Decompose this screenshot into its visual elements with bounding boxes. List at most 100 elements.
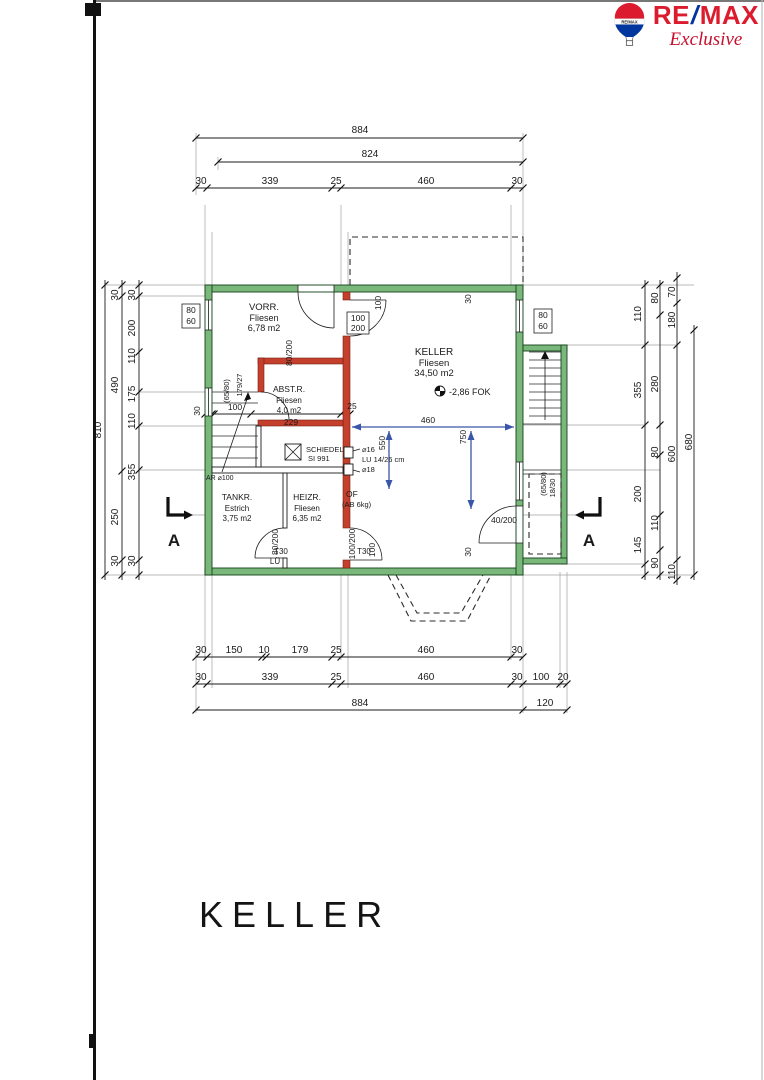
wall-bottom <box>204 567 524 576</box>
dim-label: 490 <box>110 376 121 393</box>
dim-label: 30 <box>463 294 473 304</box>
dim-label: 179 <box>292 645 309 656</box>
dim-label: 25 <box>330 645 342 656</box>
dim-label: 30 <box>195 672 207 683</box>
dim-label: 25 <box>330 672 342 683</box>
level-label: -2,86 FOK <box>449 387 491 397</box>
scan-artifact-left-line <box>93 0 96 1080</box>
dim-label: 80 <box>650 292 661 304</box>
witness-lines <box>105 133 694 713</box>
dim-label: T30 <box>357 547 371 556</box>
scan-artifact-top-left <box>85 3 101 16</box>
dim-label: T30 <box>274 547 288 556</box>
dim-label: OF <box>346 489 358 499</box>
room-name-abstellraum: ABST.R. <box>273 384 305 394</box>
dim-label: 30 <box>110 289 121 301</box>
dim-label: 100 <box>373 296 383 310</box>
dimension-ticks <box>101 134 698 714</box>
dim-label: LU 14/26 cm <box>362 455 405 464</box>
vent-shafts <box>343 446 361 476</box>
dim-label: 339 <box>262 176 279 187</box>
extension-wall-bottom <box>522 557 568 565</box>
dim-label: 30 <box>511 645 523 656</box>
remax-balloon-icon: RE/MAX <box>614 3 645 46</box>
remax-wordmark: RE/MAX <box>653 1 759 29</box>
wall-openings <box>205 285 523 544</box>
room-name-vorraum: VORR. <box>249 302 279 313</box>
dim-label: 110 <box>127 413 138 429</box>
dim-label: 824 <box>362 149 379 160</box>
dim-label: 810 <box>93 421 104 438</box>
dim-label: 30 <box>511 672 523 683</box>
dim-label: 460 <box>421 415 435 425</box>
lightwell-dashed <box>528 473 562 555</box>
dim-label: LÜ <box>270 557 280 566</box>
dim-label: 30 <box>127 555 138 567</box>
dim-label: 145 <box>633 536 644 553</box>
dim-label: 884 <box>352 125 369 136</box>
balloon-band-text: RE/MAX <box>621 19 637 24</box>
label-boxes <box>181 303 553 335</box>
dim-label: 80/200 <box>270 529 280 555</box>
dim-label: 100 <box>533 672 550 683</box>
dim-label: 250 <box>110 508 121 525</box>
room-area-vorraum: 6,78 m2 <box>248 323 281 333</box>
dim-label: 100 <box>228 402 242 412</box>
dim-label: 30 <box>110 555 121 567</box>
dim-label: 30 <box>463 547 473 557</box>
keller-top-door <box>349 299 387 337</box>
chimney-label: SCHIEDEL <box>306 445 344 454</box>
entrance-door <box>297 291 335 329</box>
extension-wall-top <box>522 344 568 352</box>
exterior-walls <box>204 284 568 576</box>
dim-label: 100/200 <box>347 528 357 559</box>
dim-label: 175 <box>127 385 138 402</box>
dim-label: 200 <box>633 485 644 502</box>
dim-label: 90 <box>650 557 661 569</box>
dim-label: 30 <box>511 176 523 187</box>
scan-artifact-top-edge <box>96 0 764 2</box>
remax-wordmark-block: RE/MAX Exclusive <box>653 1 759 51</box>
dim-label: 100 <box>351 313 365 323</box>
dim-label: 30 <box>195 645 207 656</box>
dim-label: 80 <box>650 446 661 458</box>
keller-bottom-door <box>349 527 383 561</box>
dim-label: 60 <box>538 321 548 331</box>
room-finish-heizraum: Fliesen <box>294 504 320 513</box>
wall-right <box>515 284 524 576</box>
doors <box>254 291 517 561</box>
dim-label: 884 <box>352 698 369 709</box>
blue-dimensions <box>352 423 514 509</box>
dim-label: 355 <box>127 463 138 480</box>
room-name-tankraum: TANKR. <box>222 492 253 502</box>
dashed-bay-window <box>387 574 492 622</box>
dim-label: 355 <box>633 381 644 398</box>
dim-label: 120 <box>537 698 554 709</box>
right-exterior-door <box>478 505 517 544</box>
dim-label: 339 <box>262 672 279 683</box>
room-finish-keller: Fliesen <box>419 358 450 369</box>
dim-label: 20 <box>557 672 569 683</box>
level-marker <box>434 385 446 397</box>
section-label-a-right: A <box>583 531 595 550</box>
room-area-heizraum: 6,35 m2 <box>293 514 322 523</box>
dim-label: ⌀18 <box>362 465 375 474</box>
room-finish-tankraum: Estrich <box>225 504 249 513</box>
dim-label: ⌀16 <box>362 445 375 454</box>
dim-label: 600 <box>667 445 678 462</box>
dim-label: 60 <box>186 316 196 326</box>
dim-label: (AB 6kg) <box>342 500 372 509</box>
dim-label: 680 <box>684 433 695 450</box>
wall-left <box>204 284 213 576</box>
dim-label: (65/80) <box>222 379 231 403</box>
dim-label: 30 <box>192 406 202 416</box>
remax-logo: RE/MAX RE/MAX Exclusive <box>613 1 759 51</box>
dim-label: 460 <box>418 176 435 187</box>
dim-label: 460 <box>418 672 435 683</box>
dim-label: 25 <box>347 401 357 411</box>
remax-tagline: Exclusive <box>669 29 743 51</box>
